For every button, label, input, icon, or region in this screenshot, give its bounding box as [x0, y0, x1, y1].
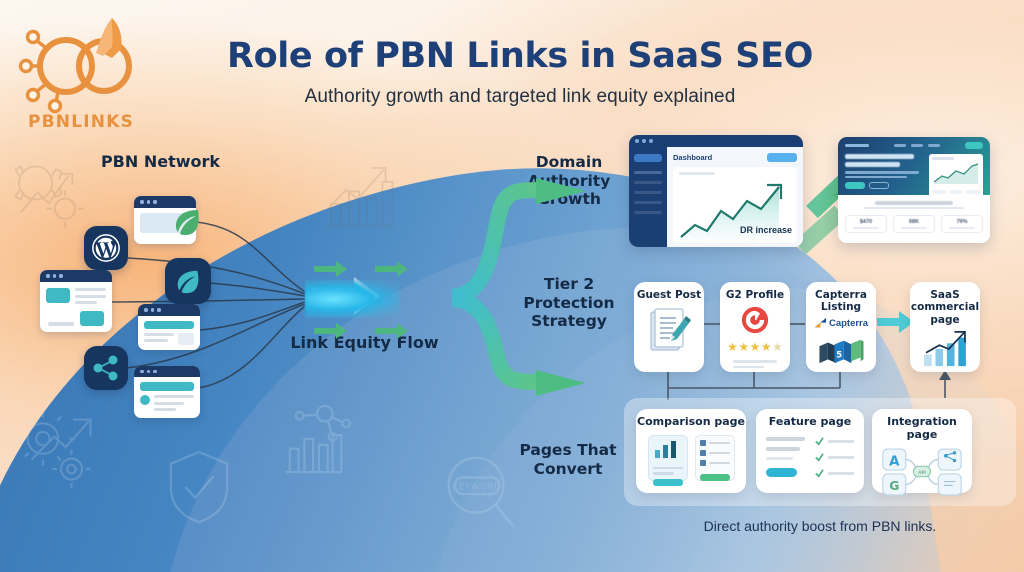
wordpress-icon	[84, 226, 128, 270]
card-feature-page-title: Feature page	[768, 415, 852, 428]
browser-titlebar	[40, 270, 112, 283]
gear-growth-arrow-watermark	[8, 148, 100, 245]
flow-glow	[305, 280, 400, 318]
document-pencil-icon	[634, 307, 704, 355]
card-integration-page-title: Integration page	[887, 415, 957, 441]
dashboard-titlebar	[629, 135, 803, 147]
card-guest-post-title: Guest Post	[636, 289, 702, 301]
capterra-wordmark: Capterra	[828, 317, 869, 329]
card-integration-page[interactable]: Integration page A G API	[872, 409, 972, 496]
card-feature-page[interactable]: Feature page	[756, 409, 864, 493]
network-barchart-watermark	[282, 400, 352, 483]
dr-chart: DR increase	[673, 167, 797, 243]
page-title: Role of PBN Links in SaaS SEO	[227, 36, 813, 76]
keyword-magnifier-watermark: KEYWORD	[437, 452, 519, 541]
svg-text:API: API	[918, 470, 926, 476]
label-link-equity-flow: Link Equity Flow	[290, 333, 439, 352]
card-comparison-page-title: Comparison page	[637, 415, 745, 428]
bar-chart-arrow-watermark	[320, 160, 398, 237]
dashboard-content: Dashboard DR increase	[667, 147, 803, 247]
card-guest-post[interactable]: Guest Post	[634, 282, 704, 372]
dashboard-label: Dashboard	[673, 153, 713, 162]
pbn-node-article-window	[138, 304, 200, 350]
footer-caption: Direct authority boost from PBN links.	[703, 518, 937, 534]
landing-page-panel: $470 68K 79%	[838, 137, 990, 243]
svg-text:5: 5	[836, 349, 842, 359]
g2-star-rating: ★★★★★	[727, 340, 783, 355]
card-comparison-page[interactable]: Comparison page	[636, 409, 746, 493]
capterra-boxes-icon: 5	[806, 335, 876, 365]
label-domain-authority: Domain Authority Growth	[527, 153, 611, 209]
browser-titlebar	[134, 366, 200, 378]
browser-titlebar	[138, 304, 200, 316]
landing-hero	[838, 137, 990, 197]
pbn-node-content-card	[40, 270, 112, 332]
dashboard-sidebar	[629, 147, 667, 247]
comparison-columns-icon	[636, 434, 746, 486]
svg-text:G: G	[889, 478, 899, 493]
card-capterra-listing-title: Capterra Listing	[815, 289, 867, 314]
card-capterra-listing[interactable]: Capterra Listing Capterra 5	[806, 282, 876, 372]
label-pages-convert: Pages That Convert	[519, 441, 617, 478]
svg-text:A: A	[889, 454, 900, 469]
card-g2-profile-title: G2 Profile	[725, 289, 785, 301]
checklist-icon	[756, 429, 864, 478]
dashboard-panel: Dashboard DR increase	[629, 135, 803, 247]
gear-arrow-watermark-2	[16, 410, 104, 495]
shield-check-watermark	[165, 448, 233, 531]
bar-chart-growth-icon	[910, 330, 980, 368]
page-subtitle: Authority growth and targeted link equit…	[304, 86, 736, 107]
card-saas-commercial-page[interactable]: SaaS commercial page	[910, 282, 980, 372]
dashboard-body: Dashboard DR increase	[629, 147, 803, 247]
brand-logo: PBNLINKS	[16, 14, 146, 134]
label-tier2-protection: Tier 2 Protection Strategy	[523, 275, 615, 331]
pbn-node-post-window	[134, 366, 200, 418]
card-saas-commercial-page-title: SaaS commercial page	[910, 289, 980, 326]
g2-meta-lines	[733, 360, 777, 369]
capterra-logo-icon: Capterra	[806, 317, 876, 330]
browser-body	[138, 316, 200, 350]
browser-body	[40, 282, 112, 314]
leaf-square-icon	[165, 258, 211, 304]
card-g2-profile[interactable]: G2 Profile ★★★★★	[720, 282, 790, 372]
g2-logo-icon	[720, 306, 790, 334]
landing-stats: $470 68K 79%	[838, 195, 990, 239]
svg-text:KEYWORD: KEYWORD	[452, 483, 501, 493]
share-icon	[84, 346, 128, 390]
label-pbn-network: PBN Network	[100, 152, 221, 171]
integration-nodes-icon: A G API	[872, 446, 972, 498]
browser-body	[134, 377, 200, 418]
brand-name: PBNLINKS	[27, 112, 135, 132]
browser-titlebar	[134, 196, 196, 209]
dr-increase-label: DR increase	[739, 225, 792, 235]
leaf-icon	[172, 206, 202, 241]
landing-stat-row: $470 68K 79%	[845, 215, 983, 233]
